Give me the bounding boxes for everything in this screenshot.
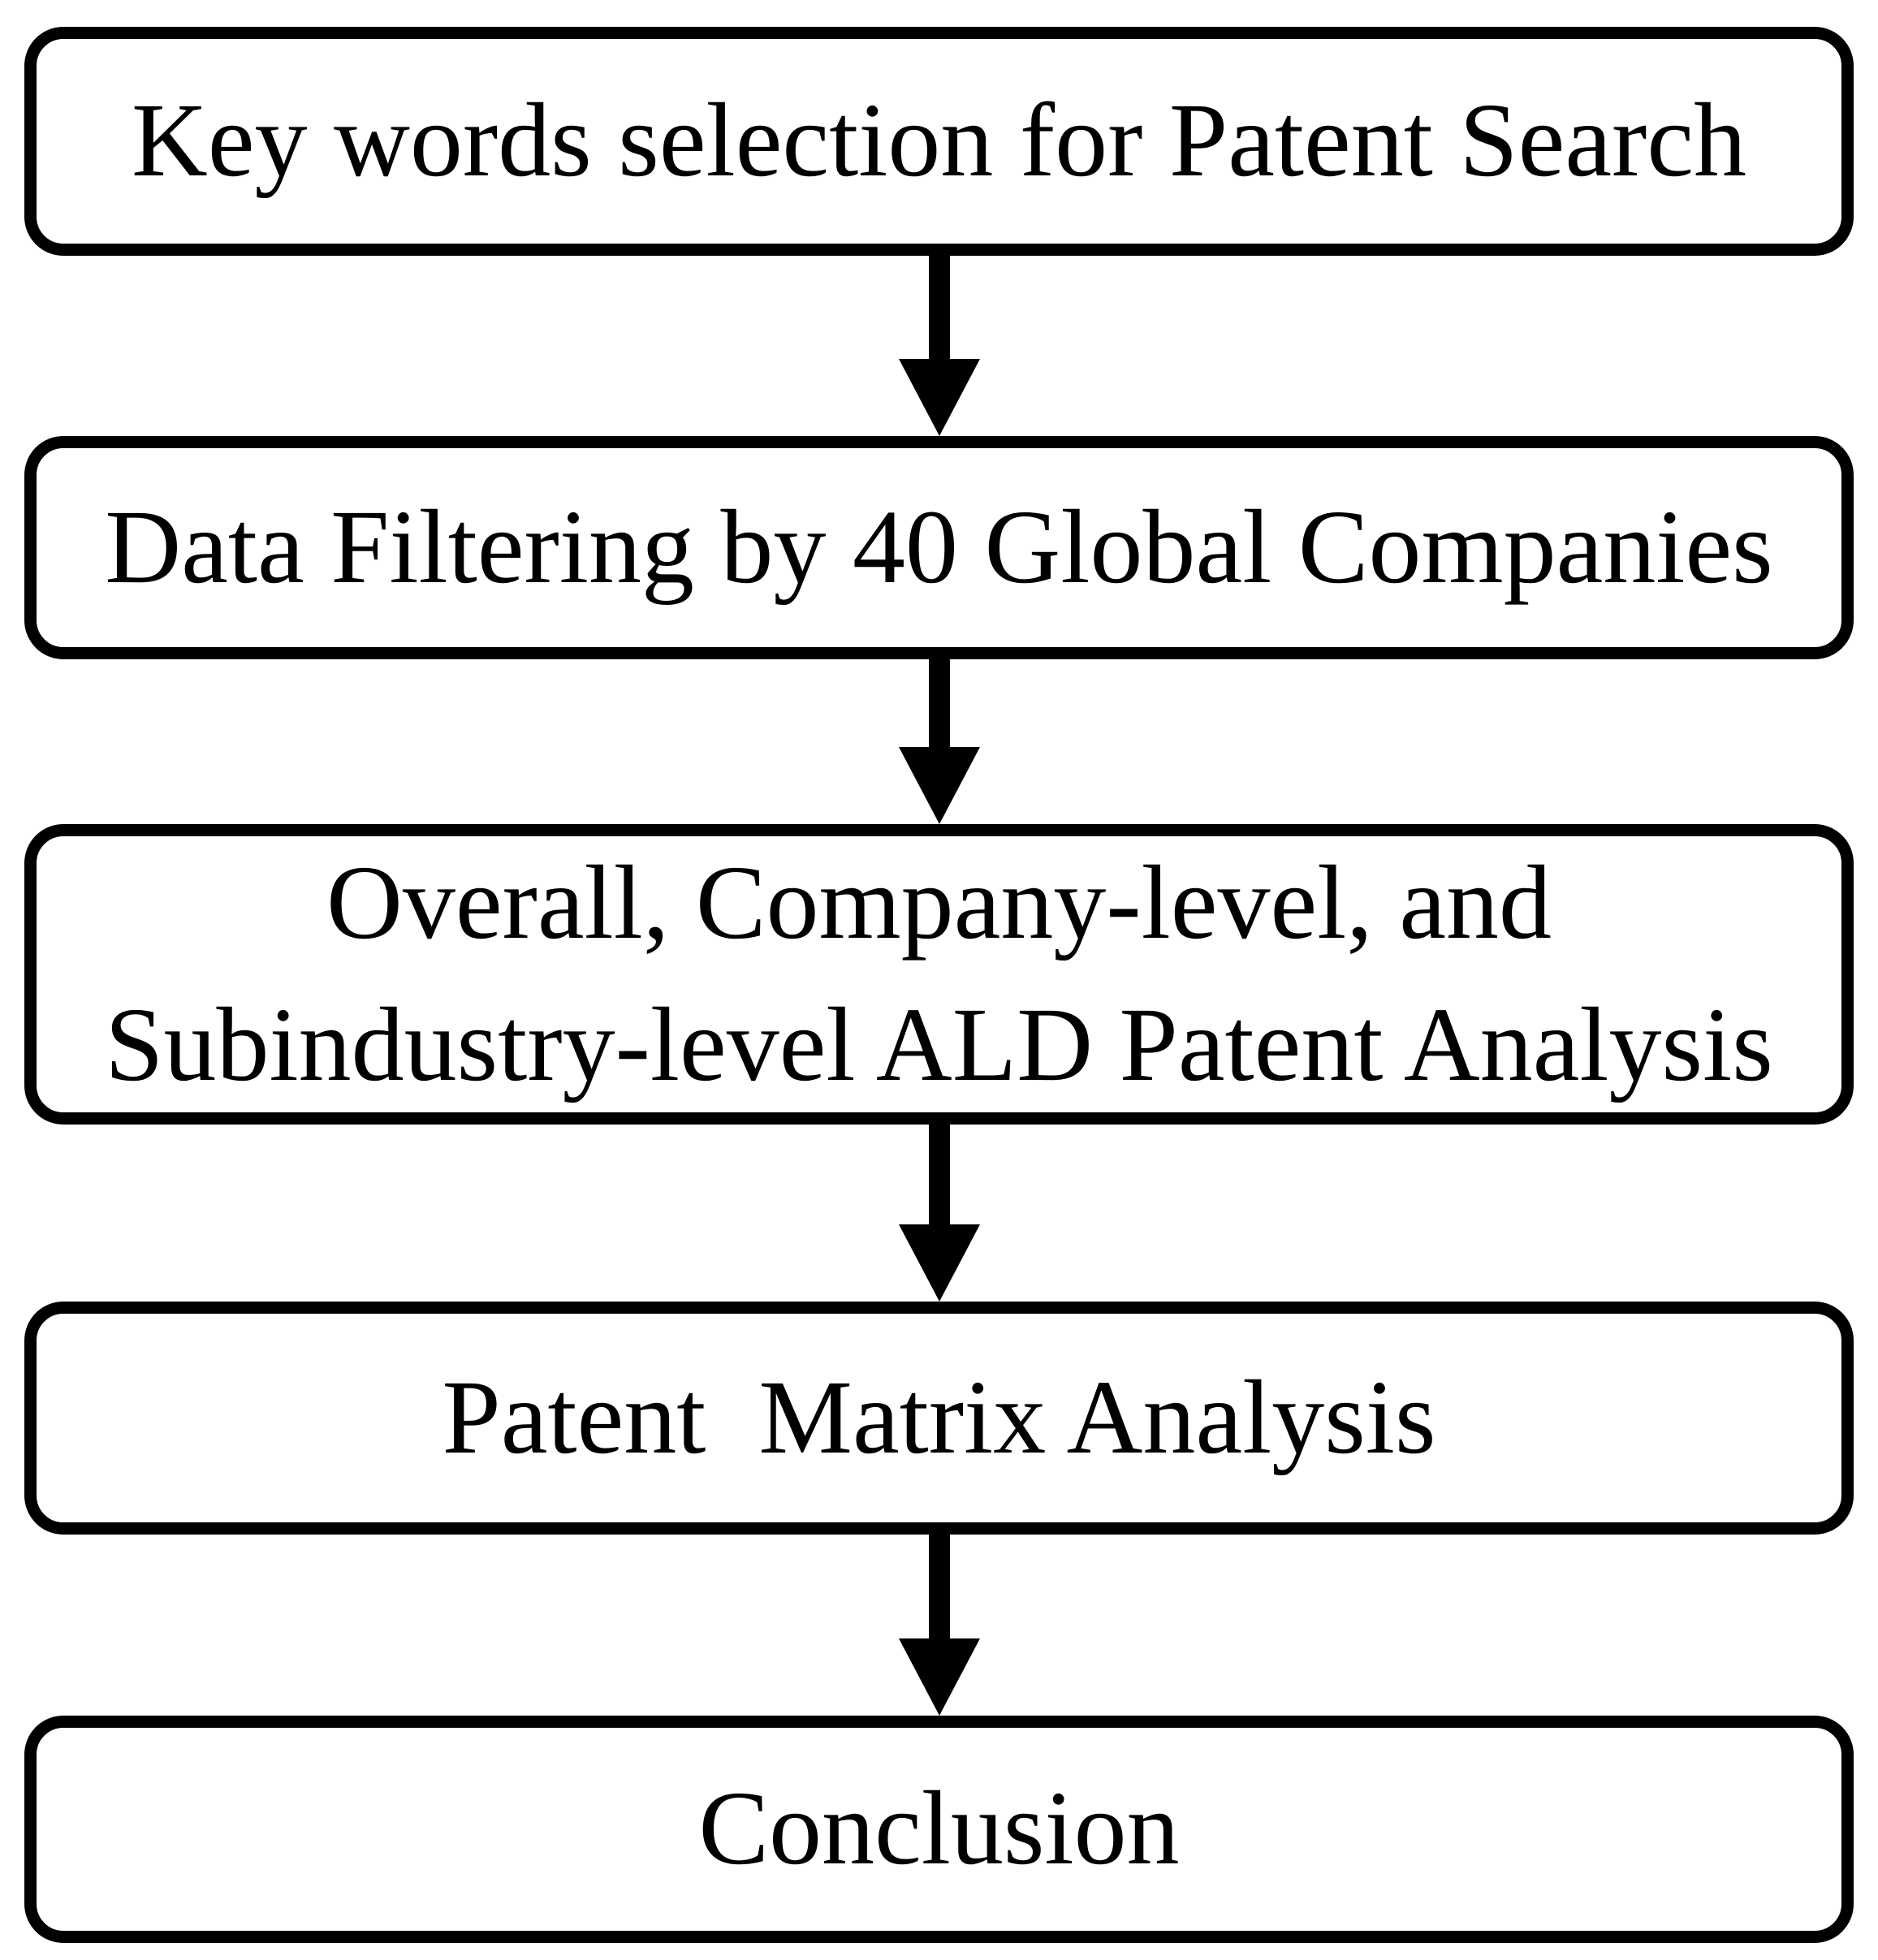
process-step-matrix-analysis: Patent Matrix Analysis <box>24 1302 1854 1535</box>
process-step-data-filtering: Data Filtering by 40 Global Companies <box>24 436 1854 659</box>
arrow-head <box>898 747 980 824</box>
arrow-stem <box>928 659 950 747</box>
step-label: Key words selection for Patent Search <box>131 82 1747 200</box>
arrow-stem <box>928 1125 950 1224</box>
down-arrow-icon <box>0 256 1878 436</box>
arrow-head <box>898 1638 980 1716</box>
step-label: Data Filtering by 40 Global Companies <box>105 488 1773 606</box>
step-label: Overall, Company-level, and Subindustry-… <box>105 844 1773 1104</box>
arrow-stem <box>928 256 950 359</box>
arrow-head <box>898 1224 980 1302</box>
process-step-patent-analysis: Overall, Company-level, and Subindustry-… <box>24 824 1854 1125</box>
arrow-head <box>898 359 980 436</box>
process-step-keywords: Key words selection for Patent Search <box>24 27 1854 256</box>
step-label: Conclusion <box>698 1770 1180 1888</box>
arrow-stem <box>928 1535 950 1638</box>
process-step-conclusion: Conclusion <box>24 1716 1854 1943</box>
down-arrow-icon <box>0 1535 1878 1716</box>
step-label: Patent Matrix Analysis <box>442 1358 1436 1476</box>
down-arrow-icon <box>0 1125 1878 1302</box>
down-arrow-icon <box>0 659 1878 824</box>
